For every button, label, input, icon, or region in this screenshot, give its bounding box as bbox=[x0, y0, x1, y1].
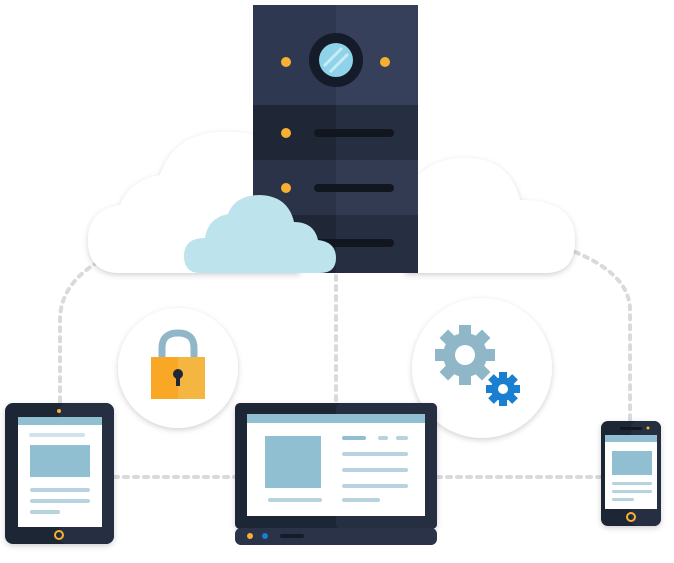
server-icon bbox=[253, 5, 418, 273]
laptop-icon bbox=[235, 403, 437, 545]
security-badge bbox=[118, 308, 238, 428]
connector-lines bbox=[58, 250, 632, 479]
server-lens bbox=[319, 43, 353, 77]
settings-badge bbox=[412, 298, 552, 438]
server-status-lights bbox=[281, 57, 390, 193]
gears-icon bbox=[435, 325, 520, 406]
phone-icon bbox=[601, 421, 661, 526]
small-cloud-icon bbox=[184, 195, 336, 273]
tablet-icon bbox=[5, 403, 114, 544]
lock-icon bbox=[151, 329, 205, 399]
